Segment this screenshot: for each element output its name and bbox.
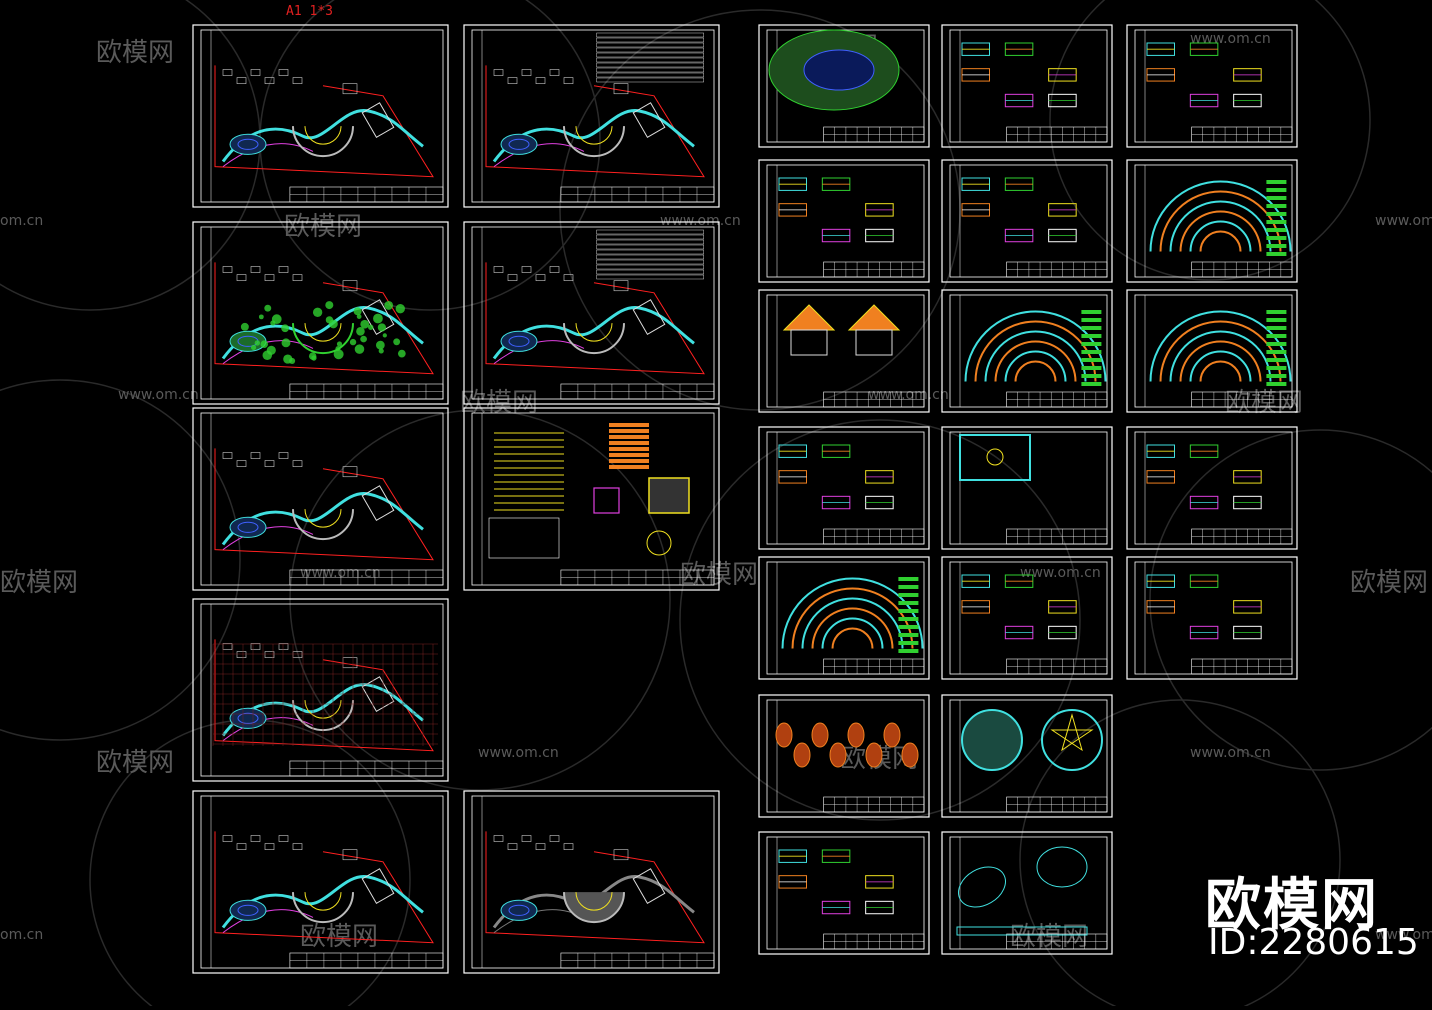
watermark-text: www.om.cn (478, 745, 559, 761)
watermark-text: 欧模网 (0, 568, 78, 598)
drawing-sheet[interactable] (942, 25, 1112, 147)
watermark-text: www.om.cn (1190, 745, 1271, 761)
watermark-text: www.om.cn (1375, 213, 1432, 229)
drawing-sheet[interactable] (759, 557, 929, 679)
sheet-label: A1 1*3 (286, 4, 333, 19)
watermark-text: om.cn (0, 213, 43, 229)
watermark-text: 欧模网 (1010, 922, 1088, 952)
drawing-sheet[interactable] (1127, 25, 1297, 147)
drawing-sheet[interactable] (942, 290, 1112, 412)
model-id: ID:2280615 (1208, 922, 1419, 963)
watermark-text: 欧模网 (96, 748, 174, 778)
drawing-sheet[interactable] (759, 832, 929, 954)
watermark-text: om.cn (0, 927, 43, 943)
watermark-text: www.om.cn (1020, 565, 1101, 581)
watermark-text: 欧模网 (96, 38, 174, 68)
drawing-sheet[interactable] (193, 599, 448, 781)
drawing-sheet[interactable] (1127, 557, 1297, 679)
watermark-text: 欧模网 (1350, 568, 1428, 598)
drawing-sheet[interactable] (759, 25, 929, 147)
drawing-sheet[interactable] (193, 408, 448, 590)
watermark-text: www.om.cn (868, 387, 949, 403)
drawing-sheet[interactable] (193, 25, 448, 207)
drawing-sheet[interactable] (1127, 427, 1297, 549)
drawing-sheet[interactable] (759, 427, 929, 549)
drawing-sheet[interactable] (193, 222, 448, 404)
drawing-sheet[interactable] (1127, 160, 1297, 282)
drawing-sheet[interactable] (464, 791, 719, 973)
watermark-text: www.om.cn (1190, 31, 1271, 47)
drawing-sheet[interactable] (759, 695, 929, 817)
drawing-sheet[interactable] (464, 25, 719, 207)
watermark-text: www.om.cn (300, 565, 381, 581)
drawing-sheet[interactable] (464, 222, 719, 404)
drawing-sheet[interactable] (942, 427, 1112, 549)
watermark-text: www.om.cn (118, 387, 199, 403)
drawing-sheet[interactable] (759, 160, 929, 282)
